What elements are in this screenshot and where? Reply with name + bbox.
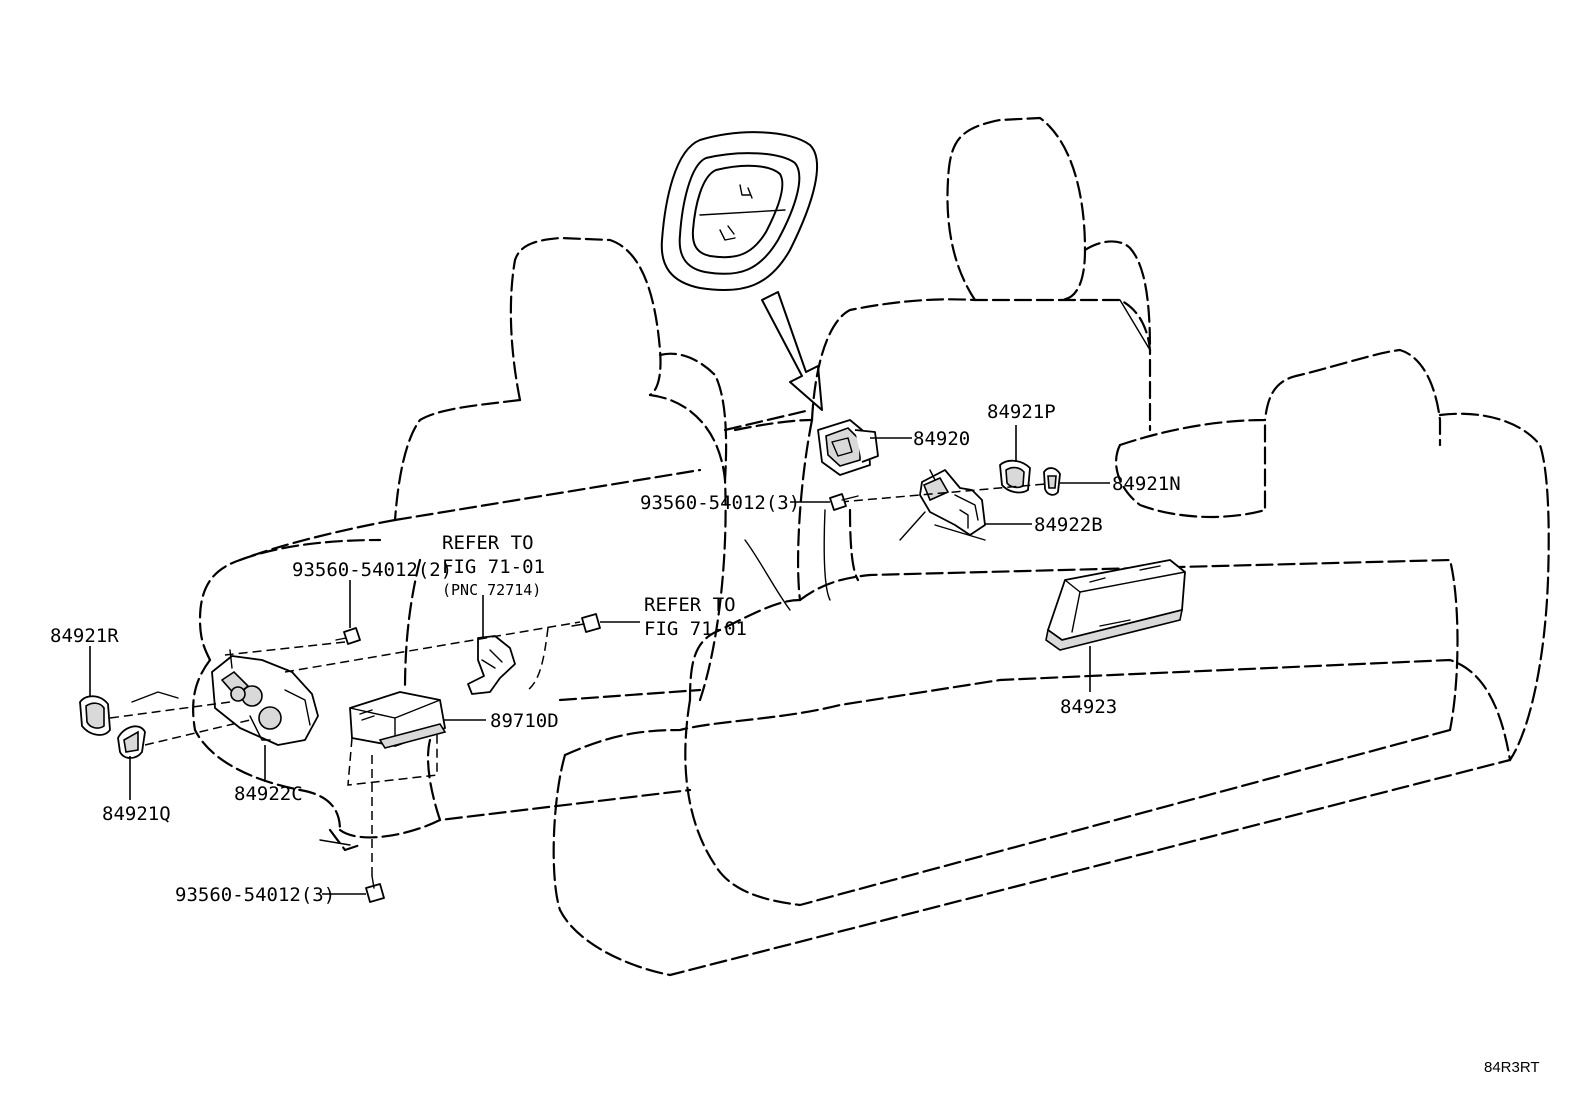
refer-left-line3: (PNC 72714)	[442, 581, 541, 599]
cover-84921R	[79, 695, 111, 736]
label-89710D: 89710D	[490, 710, 559, 732]
cover-84921P	[999, 459, 1031, 494]
label-screw-left: 93560-54012(2)	[292, 559, 452, 581]
module-89710D	[349, 691, 447, 749]
refer-left-line1: REFER TO	[442, 532, 534, 554]
refer-right-line2: FIG 71-01	[644, 618, 747, 640]
label-84922C: 84922C	[234, 783, 303, 805]
arrow-indicator	[761, 291, 823, 411]
label-screw-upper-right: 93560-54012(3)	[640, 492, 800, 514]
switch-assembly-84922C	[211, 649, 319, 746]
label-screw-bottom: 93560-54012(3)	[175, 884, 335, 906]
diagram-code: 84R3RT	[1484, 1059, 1540, 1076]
label-84923: 84923	[1060, 696, 1117, 718]
rear-seat-outline	[552, 116, 1550, 977]
label-84920: 84920	[913, 428, 970, 450]
label-84921P: 84921P	[987, 401, 1056, 423]
refer-left-line2: FIG 71-01	[442, 556, 545, 578]
label-84921Q: 84921Q	[102, 803, 171, 825]
screw-upper-right	[829, 493, 859, 511]
screw-left	[335, 627, 361, 645]
refer-bracket-left	[467, 635, 516, 695]
module-84923	[1045, 559, 1186, 651]
screw-middle	[571, 613, 601, 633]
switch-detail-inset	[660, 131, 818, 292]
refer-right-line1: REFER TO	[644, 594, 736, 616]
cover-84921Q	[117, 725, 146, 759]
switch-84920	[817, 419, 879, 476]
bracket-84922B	[919, 469, 986, 536]
label-84921R: 84921R	[50, 625, 119, 647]
label-84922B: 84922B	[1034, 514, 1103, 536]
screw-bottom	[365, 875, 385, 903]
label-84921N: 84921N	[1112, 473, 1181, 495]
front-seat-outline	[192, 236, 812, 852]
cover-84921N	[1043, 467, 1061, 496]
